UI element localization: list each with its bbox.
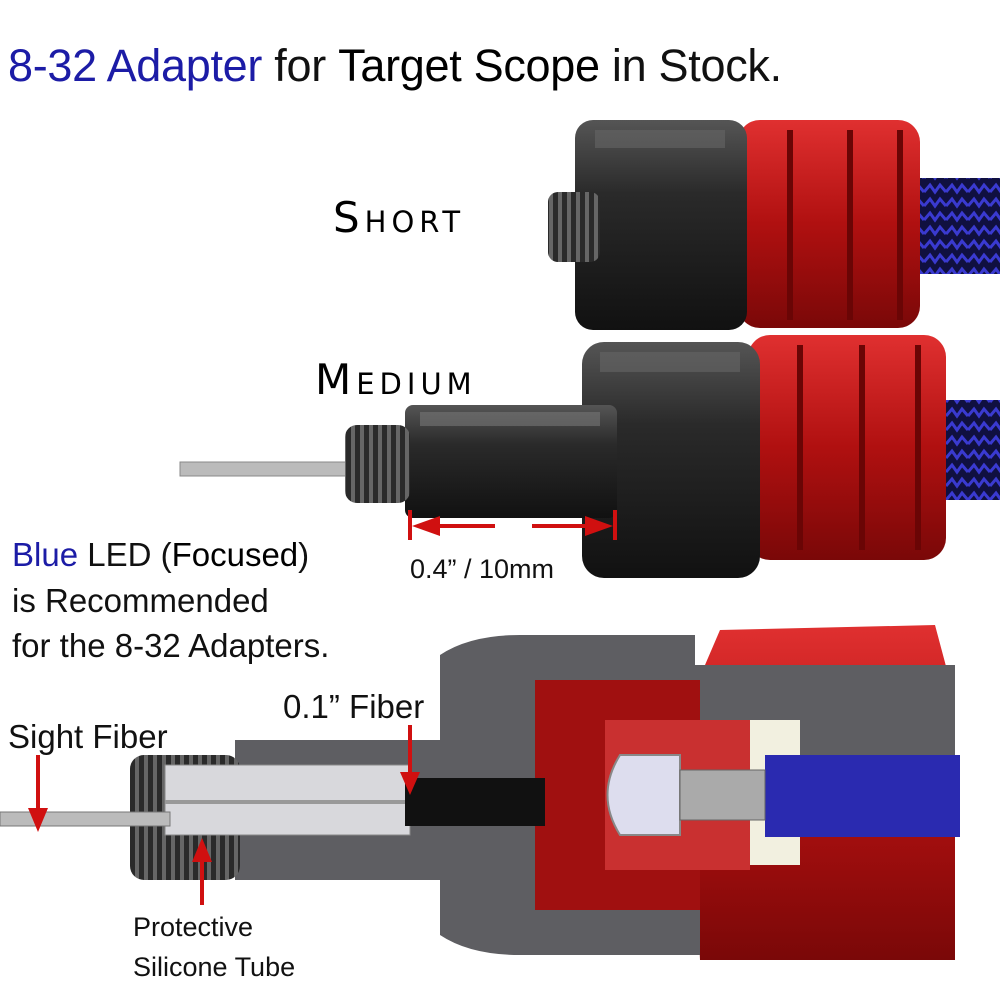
- short-adapter: [548, 120, 1000, 330]
- led-leads: [679, 769, 766, 821]
- sight-fiber-wire: [179, 461, 361, 477]
- thread: [548, 192, 600, 262]
- medium-adapter: [179, 335, 1000, 578]
- braided-cable: [938, 400, 1000, 500]
- title-adapter: 8-32 Adapter: [8, 40, 263, 91]
- label-short: Short: [333, 193, 466, 242]
- title-in-stock: in Stock.: [599, 40, 782, 91]
- label-medium: Medium: [315, 355, 477, 404]
- label-sight-fiber: Sight Fiber: [8, 718, 168, 755]
- note-blue: Blue: [12, 536, 79, 573]
- sight-fiber-wire: [0, 811, 171, 827]
- led-note-line3: for the 8-32 Adapters.: [12, 627, 330, 664]
- title-target-scope: Target Scope: [338, 40, 600, 91]
- blue-cable: [765, 755, 960, 837]
- note-led: LED (: [78, 536, 172, 573]
- fiber-01: [405, 778, 545, 826]
- black-hex-body: [582, 342, 760, 578]
- cutaway-adapter: [0, 625, 960, 960]
- label-protective: Protective: [133, 912, 254, 942]
- thread: [345, 425, 410, 503]
- page-title: 8-32 Adapter for Target Scope in Stock.: [8, 40, 782, 92]
- led-note-line1: Blue LED (Focused): [12, 536, 309, 574]
- note-close: ): [298, 536, 310, 573]
- label-silicone-tube: Silicone Tube: [133, 952, 296, 982]
- note-focused: Focused: [171, 536, 299, 573]
- led-bulb: [606, 754, 681, 836]
- dimension-label: 0.4” / 10mm: [410, 554, 555, 584]
- dimension-arrow: [408, 510, 617, 540]
- led-note-line2: is Recommended: [12, 582, 269, 619]
- label-fiber-01: 0.1” Fiber: [283, 688, 425, 725]
- black-hex-body: [575, 120, 747, 330]
- label-arrows: [28, 725, 420, 905]
- shaft: [405, 405, 617, 518]
- red-knurled-nut: [738, 120, 920, 328]
- title-for: for: [262, 40, 339, 91]
- braided-cable: [910, 178, 1000, 274]
